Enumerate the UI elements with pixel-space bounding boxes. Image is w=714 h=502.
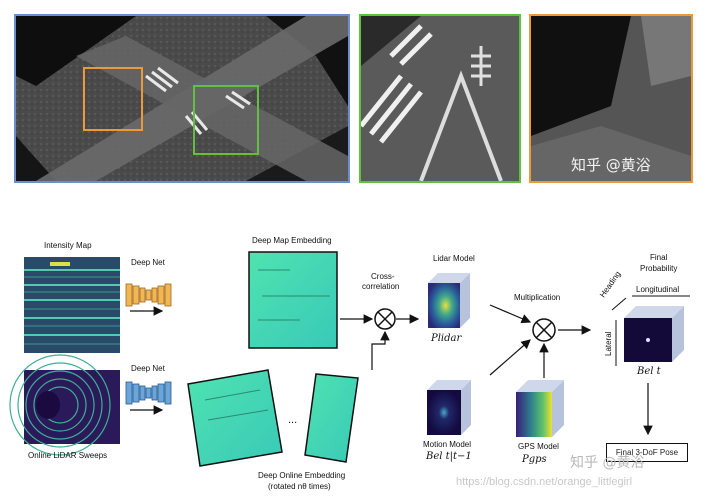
aerial-overview-panel xyxy=(14,14,350,183)
p-lidar-symbol: Plidar xyxy=(431,333,462,344)
heading-axis xyxy=(611,297,627,311)
bel-prev-symbol: Bel t|t−1 xyxy=(426,451,472,462)
final-probability-label-2: Probability xyxy=(640,264,678,273)
orange-zoom-box xyxy=(83,67,143,131)
intensity-map-label: Intensity Map xyxy=(44,241,92,250)
green-zoom-box xyxy=(193,85,259,155)
building-zoom-image xyxy=(531,16,691,181)
deep-net-top-icon xyxy=(125,283,172,307)
deep-online-embedding-image-2 xyxy=(304,373,359,463)
crosswalk-zoom-image xyxy=(361,16,519,181)
final-probability-label-1: Final xyxy=(650,253,668,262)
deep-net-bottom-icon xyxy=(125,381,172,405)
online-lidar-sweeps-image xyxy=(9,354,120,456)
deep-online-embedding-label: Deep Online Embedding xyxy=(258,471,346,480)
aerial-overview-image xyxy=(16,16,348,181)
crosswalk-zoom-panel xyxy=(359,14,521,183)
cross-correlation-label-1: Cross- xyxy=(371,272,395,281)
bel-t-symbol: Bel t xyxy=(637,366,661,377)
lidar-model-cube xyxy=(428,273,470,328)
final-pose-box: Final 3-DoF Pose xyxy=(606,443,688,462)
intensity-map-image xyxy=(24,257,120,353)
lateral-label: Lateral xyxy=(604,331,613,356)
final-probability-cube xyxy=(624,306,684,362)
lidar-model-label: Lidar Model xyxy=(433,254,475,263)
cross-correlation-label-2: correlation xyxy=(362,282,400,291)
building-zoom-panel: 知乎 @黄浴 xyxy=(529,14,693,183)
motion-model-cube xyxy=(427,380,471,435)
online-sweeps-label: Online LiDAR Sweeps xyxy=(28,451,108,460)
p-gps-symbol: Pgps xyxy=(522,454,547,465)
gps-model-cube xyxy=(516,380,564,437)
watermark-top: 知乎 @黄浴 xyxy=(571,156,651,174)
embedding-ellipsis: ... xyxy=(288,414,298,426)
deep-net-bottom-label: Deep Net xyxy=(131,364,165,373)
deep-map-embedding-image xyxy=(248,251,338,349)
deep-online-embedding-image-1 xyxy=(187,369,283,467)
motion-model-label: Motion Model xyxy=(423,440,472,449)
multiplication-operator xyxy=(532,318,556,342)
multiplication-label: Multiplication xyxy=(514,293,561,302)
cross-correlation-operator xyxy=(374,308,396,330)
longitudinal-label: Longitudinal xyxy=(636,285,680,294)
gps-model-label: GPS Model xyxy=(518,442,559,451)
deep-online-embedding-sublabel: (rotated nθ times) xyxy=(268,482,331,491)
watermark-bottom: 知乎 @黄浴 xyxy=(570,455,645,471)
deep-map-embedding-label: Deep Map Embedding xyxy=(252,236,332,245)
deep-net-top-label: Deep Net xyxy=(131,258,165,267)
source-url: https://blog.csdn.net/orange_littlegirl xyxy=(456,476,633,488)
